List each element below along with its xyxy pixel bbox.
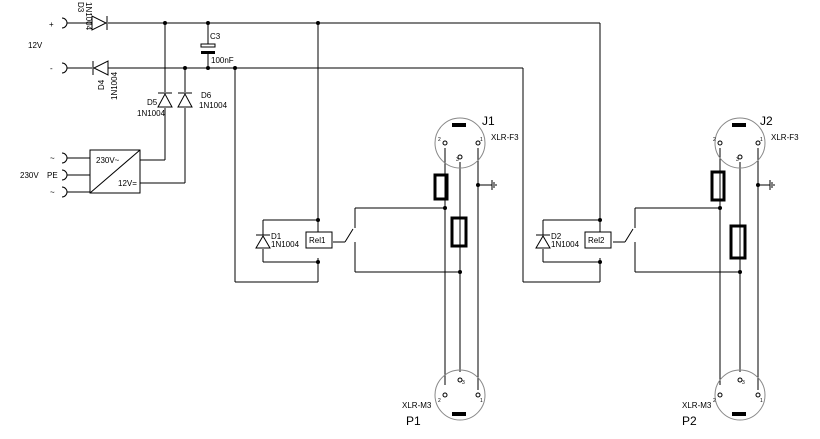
connector-p1: 2 3 1 XLR-M3 P1 bbox=[402, 369, 486, 428]
j2-pin-2: 2 bbox=[713, 137, 716, 143]
ac-n-terminal bbox=[61, 186, 68, 198]
j1-pin-1: 1 bbox=[480, 137, 483, 143]
p2-pin-1: 1 bbox=[760, 398, 763, 404]
psu-out-label: 12V= bbox=[118, 179, 137, 188]
j1-pin-3: 3 bbox=[456, 157, 459, 163]
d5-ref: D5 bbox=[147, 98, 158, 107]
ac-l-terminal bbox=[61, 152, 68, 164]
ac-input-terminals: ~ PE ~ 230V bbox=[20, 152, 68, 198]
p1-pin-3: 3 bbox=[462, 380, 465, 386]
d2-ref: D2 bbox=[551, 232, 562, 241]
dc-minus-terminal bbox=[61, 62, 68, 74]
dc-plus-terminal bbox=[61, 17, 68, 29]
rel1-contact bbox=[344, 228, 354, 243]
ac-voltage-label: 230V bbox=[20, 171, 39, 180]
dc-plus-label: + bbox=[49, 20, 54, 29]
ac-pe-terminal bbox=[61, 169, 68, 181]
capacitor-c3: C3 100nF bbox=[200, 32, 234, 65]
j2-pin-3: 3 bbox=[736, 157, 739, 163]
diode-d6: D6 1N1004 bbox=[177, 91, 228, 110]
diode-d2: D2 1N1004 bbox=[535, 232, 580, 249]
d6-part: 1N1004 bbox=[199, 101, 228, 110]
wires bbox=[67, 22, 770, 390]
ac-l-label: ~ bbox=[50, 154, 55, 163]
d3-part: 1N1004 bbox=[84, 2, 93, 31]
ground-icon bbox=[491, 180, 497, 190]
j1-ref: J1 bbox=[482, 114, 495, 128]
c3-ref: C3 bbox=[210, 32, 221, 41]
p1-pin-1: 1 bbox=[480, 398, 483, 404]
connector-j1: 2 3 1 J1 XLR-F3 bbox=[434, 114, 519, 169]
p2-type: XLR-M3 bbox=[682, 401, 712, 410]
relay-rel2: Rel2 bbox=[584, 228, 634, 249]
p1-ref: P1 bbox=[406, 414, 421, 428]
resistor-j1-pin3 bbox=[450, 216, 468, 248]
d3-ref: D3 bbox=[76, 2, 85, 13]
j1-type: XLR-F3 bbox=[491, 133, 519, 142]
d4-part: 1N1004 bbox=[110, 71, 119, 100]
d5-part: 1N1004 bbox=[137, 109, 166, 118]
connector-j2: 2 3 1 J2 XLR-F3 bbox=[713, 114, 799, 169]
junction-dots bbox=[163, 21, 760, 274]
ac-n-label: ~ bbox=[50, 188, 55, 197]
connector-p2: 2 3 1 XLR-M3 P2 bbox=[682, 369, 766, 428]
p1-pin-2: 2 bbox=[438, 398, 441, 404]
resistor-j2-pin3 bbox=[729, 224, 747, 260]
rel1-ref: Rel1 bbox=[309, 236, 326, 245]
rel2-contact bbox=[624, 228, 634, 243]
p1-type: XLR-M3 bbox=[402, 401, 432, 410]
dc-input-terminals: + - 12V bbox=[28, 17, 68, 74]
j2-ref: J2 bbox=[760, 114, 773, 128]
dc-voltage-label: 12V bbox=[28, 41, 43, 50]
d2-part: 1N1004 bbox=[551, 240, 580, 249]
p2-pin-2: 2 bbox=[713, 398, 716, 404]
c3-value: 100nF bbox=[211, 56, 234, 65]
p2-ref: P2 bbox=[682, 414, 697, 428]
diode-d5: D5 1N1004 bbox=[137, 92, 173, 118]
dc-minus-label: - bbox=[50, 64, 53, 73]
d1-part: 1N1004 bbox=[271, 240, 300, 249]
ac-pe-label: PE bbox=[47, 171, 58, 180]
j2-type: XLR-F3 bbox=[771, 133, 799, 142]
resistor-j1-pin2 bbox=[433, 173, 449, 201]
power-supply-block: 230V~ 12V= bbox=[89, 149, 141, 194]
d4-ref: D4 bbox=[97, 79, 106, 90]
ground-icon bbox=[769, 180, 775, 190]
d6-ref: D6 bbox=[201, 91, 212, 100]
rel2-ref: Rel2 bbox=[588, 236, 605, 245]
p2-pin-3: 3 bbox=[742, 380, 745, 386]
diode-d3: D3 1N1004 bbox=[76, 2, 108, 31]
d1-ref: D1 bbox=[271, 232, 282, 241]
ground-symbols bbox=[491, 180, 775, 190]
diode-d1: D1 1N1004 bbox=[255, 232, 300, 249]
j2-pin-1: 1 bbox=[760, 137, 763, 143]
resistors bbox=[433, 170, 747, 260]
relay-rel1: Rel1 bbox=[305, 228, 354, 249]
diode-d4: D4 1N1004 bbox=[92, 60, 119, 100]
j1-pin-2: 2 bbox=[438, 137, 441, 143]
resistor-j2-pin2 bbox=[710, 170, 726, 202]
psu-in-label: 230V~ bbox=[96, 156, 120, 165]
